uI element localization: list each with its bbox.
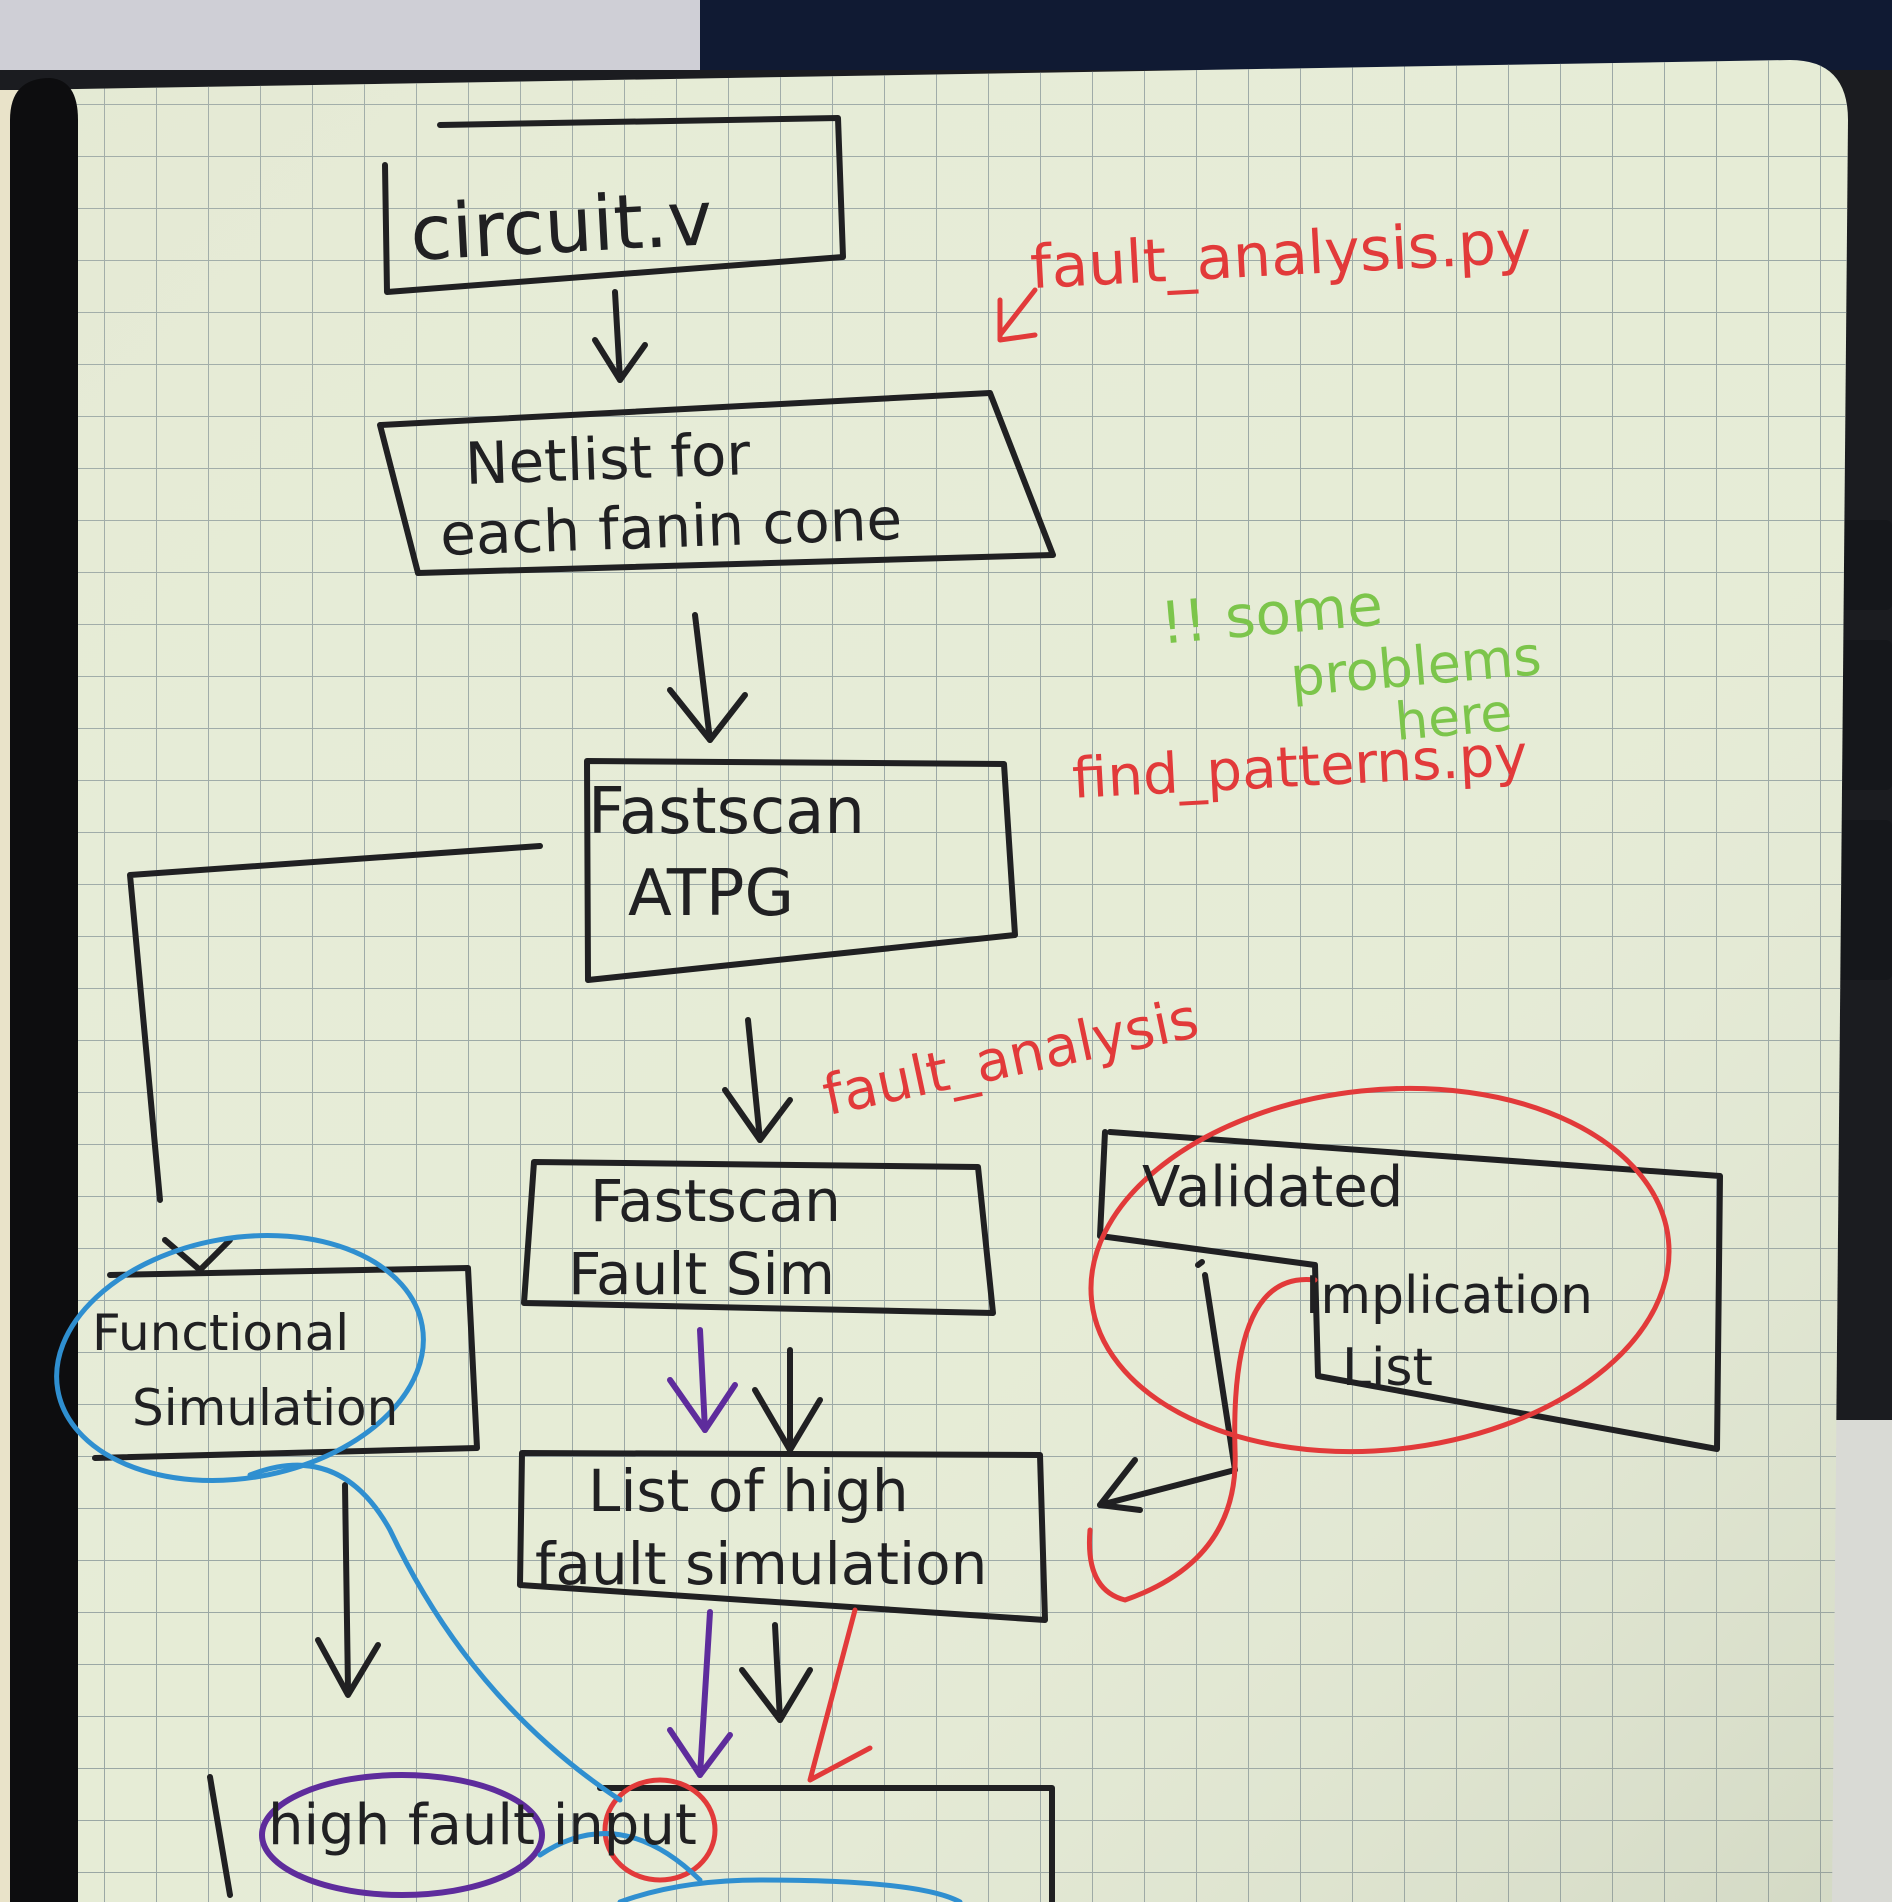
netlist-label-line2: each fanin cone — [438, 484, 904, 570]
bottom-box-label: high fault input — [268, 1793, 697, 1858]
purple-arrows — [259, 1327, 738, 1898]
blue-curve-small — [537, 1831, 703, 1883]
atpg-label-line2: ATPG — [628, 857, 795, 931]
arrow-shaft — [745, 1017, 763, 1143]
arrow-shaft — [692, 612, 713, 743]
arrow-head — [667, 687, 748, 743]
validated-label-line2: Implication — [1305, 1266, 1593, 1326]
high-fault-list-line1: List of high — [588, 1457, 909, 1525]
atpg-label-line1: Fastscan — [588, 775, 865, 849]
loop-line — [127, 843, 543, 1203]
red-circle-small — [602, 1777, 718, 1883]
netlist-label-line1: Netlist for — [463, 420, 752, 498]
red-circle — [1088, 1085, 1672, 1455]
faultsim-box — [521, 1159, 996, 1316]
netlist-box — [377, 390, 1056, 576]
arrow-head — [1097, 1457, 1143, 1513]
red-arrow-head — [997, 297, 1038, 343]
blue-curve-bottom — [617, 1877, 963, 1902]
arrow-shaft — [612, 289, 623, 383]
faultsim-label-line1: Fastscan — [590, 1167, 841, 1235]
bottom-box-top — [597, 1785, 1055, 1902]
red-arrow — [997, 287, 1038, 338]
arrow-head — [592, 337, 648, 383]
arrow-head — [667, 1727, 733, 1778]
red-connector — [1086, 1276, 1318, 1603]
monitor-screen — [700, 0, 1892, 70]
arrow-shaft — [772, 1622, 783, 1723]
validated-list-box — [1097, 1129, 1723, 1452]
bottom-box-left — [207, 1774, 233, 1898]
circuit-box — [382, 115, 846, 295]
keyboard-key — [1830, 640, 1892, 790]
atpg-box — [584, 758, 1018, 983]
red-strokes — [602, 287, 1672, 1883]
arrow-shaft — [697, 1327, 708, 1433]
validated-label-line1: Validated — [1142, 1155, 1404, 1220]
arrow-head — [315, 1637, 381, 1698]
functional-sim-line2: Simulation — [132, 1379, 399, 1437]
blue-curve — [247, 1462, 623, 1803]
arrow-head — [722, 1087, 793, 1143]
elastic-band — [10, 78, 78, 1902]
high-fault-list-line2: fault simulation — [535, 1530, 988, 1598]
arrow-head — [752, 1387, 823, 1453]
validated-list-box-inner — [1195, 1259, 1205, 1268]
circuit-box-label: circuit.v — [407, 173, 715, 278]
monitor-bezel — [0, 0, 700, 70]
red-arrow — [807, 1607, 873, 1783]
page-shading — [20, 60, 1848, 1902]
functional-sim-line1: Functional — [92, 1304, 350, 1362]
arrow-shaft — [342, 1482, 351, 1693]
arrow-head — [739, 1667, 813, 1723]
arrow-shaft — [697, 1609, 713, 1778]
blue-strokes — [54, 1233, 963, 1902]
purple-circle — [259, 1772, 545, 1898]
keyboard-key — [1830, 520, 1892, 610]
blue-circle — [54, 1233, 426, 1483]
flowchart-boxes — [92, 115, 1723, 1902]
problem-note-line3: here — [1392, 683, 1515, 753]
arrow-head — [667, 1377, 738, 1433]
high-fault-list-box — [517, 1450, 1048, 1623]
keyboard-key — [1830, 820, 1892, 980]
flow-arrows — [127, 289, 1238, 1723]
validated-label-line3: List — [1342, 1338, 1433, 1398]
faultsim-label-line2: Fault Sim — [568, 1240, 836, 1308]
functional-sim-box — [92, 1265, 480, 1461]
